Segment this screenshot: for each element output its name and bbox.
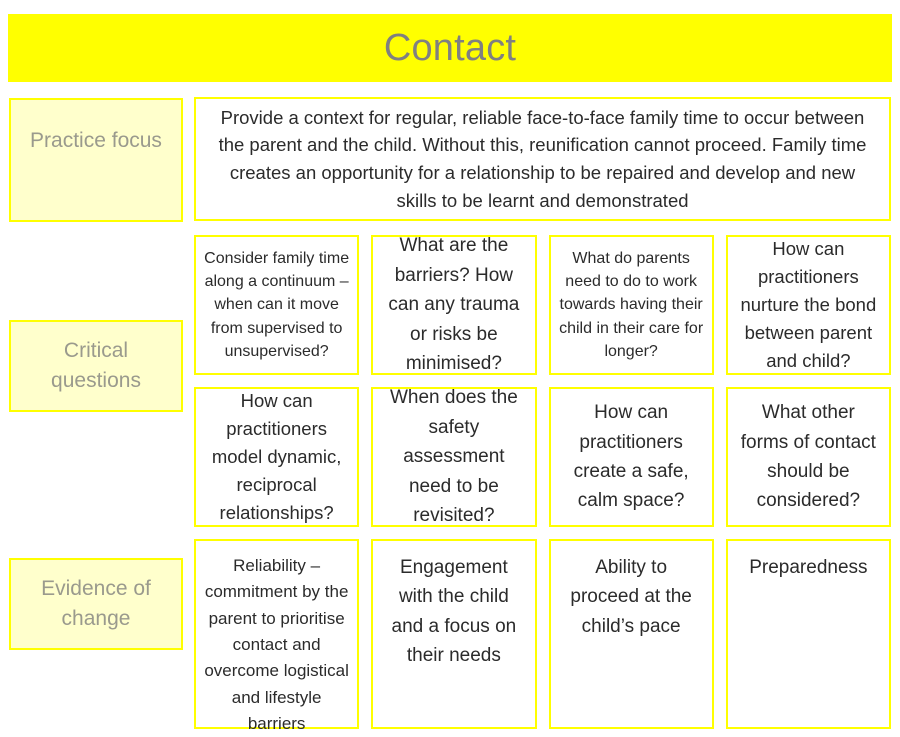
critical-question-card: How can practitioners nurture the bond b… bbox=[725, 235, 891, 375]
row-label-evidence-of-change: Evidence of change bbox=[9, 558, 183, 650]
critical-question-text: How can practitioners nurture the bond b… bbox=[740, 237, 877, 372]
evidence-card: Reliability – commitment by the parent t… bbox=[194, 539, 360, 733]
evidence-text: Ability to proceed at the child’s pace bbox=[570, 557, 692, 637]
evidence-text: Preparedness bbox=[749, 557, 868, 578]
critical-question-card: When does the safety assessment need to … bbox=[371, 387, 537, 527]
critical-question-card: What are the barriers? How can any traum… bbox=[371, 235, 537, 375]
practice-focus-text: Provide a context for regular, reliable … bbox=[218, 106, 867, 211]
evidence-text: Engagement with the child and a focus on… bbox=[391, 557, 517, 667]
critical-questions-row-2: How can practitioners model dynamic, rec… bbox=[194, 387, 891, 527]
critical-question-card: What do parents need to do to work towar… bbox=[548, 235, 714, 375]
evidence-card: Engagement with the child and a focus on… bbox=[371, 539, 537, 729]
evidence-card: Ability to proceed at the child’s pace bbox=[548, 539, 714, 729]
evidence-of-change-row: Reliability – commitment by the parent t… bbox=[194, 539, 891, 733]
row-label-practice-focus-text: Practice focus bbox=[30, 129, 162, 152]
card-grid: Consider family time along a continuum –… bbox=[194, 235, 891, 733]
title-banner: Contact bbox=[8, 14, 892, 82]
critical-question-card: How can practitioners model dynamic, rec… bbox=[194, 387, 360, 527]
row-label-critical-questions: Critical questions bbox=[9, 320, 183, 412]
row-label-critical-questions-text: Critical questions bbox=[51, 338, 141, 392]
evidence-text: Reliability – commitment by the parent t… bbox=[204, 556, 349, 734]
evidence-card: Preparedness bbox=[725, 539, 891, 729]
critical-questions-row-1: Consider family time along a continuum –… bbox=[194, 235, 891, 375]
critical-question-text: What do parents need to do to work towar… bbox=[559, 250, 704, 360]
critical-question-card: Consider family time along a continuum –… bbox=[194, 235, 360, 375]
critical-question-card: How can practitioners create a safe, cal… bbox=[548, 387, 714, 527]
practice-focus-box: Provide a context for regular, reliable … bbox=[194, 97, 891, 221]
critical-question-text: How can practitioners create a safe, cal… bbox=[573, 402, 689, 512]
critical-question-text: When does the safety assessment need to … bbox=[389, 387, 518, 527]
critical-question-card: What other forms of contact should be co… bbox=[725, 387, 891, 527]
critical-question-text: What are the barriers? How can any traum… bbox=[388, 235, 520, 375]
critical-question-text: What other forms of contact should be co… bbox=[740, 402, 876, 512]
critical-question-text: How can practitioners model dynamic, rec… bbox=[211, 389, 342, 524]
row-label-practice-focus: Practice focus bbox=[9, 98, 183, 222]
row-label-evidence-of-change-text: Evidence of change bbox=[41, 576, 151, 630]
critical-question-text: Consider family time along a continuum –… bbox=[204, 250, 350, 360]
page-title: Contact bbox=[383, 27, 517, 69]
